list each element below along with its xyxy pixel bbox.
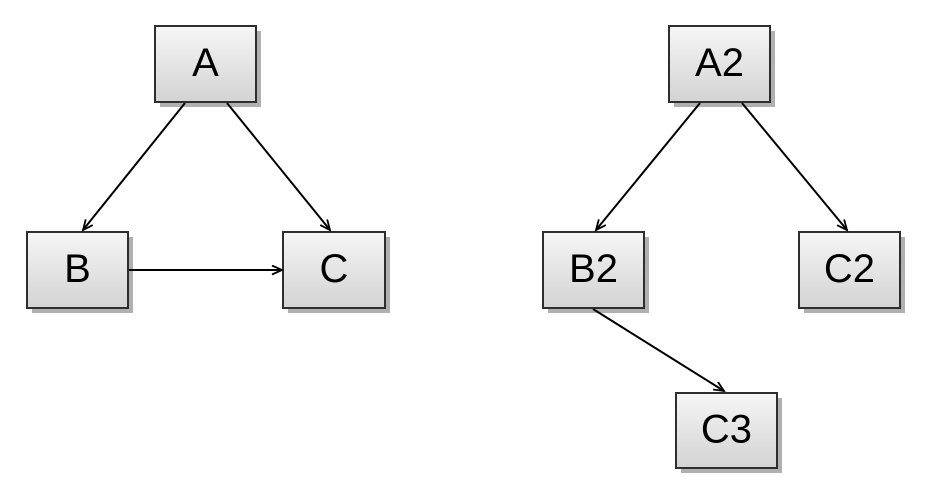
node-label: C3 xyxy=(701,408,752,452)
node-label: A2 xyxy=(695,41,744,85)
edge-line xyxy=(596,102,701,230)
node-label: C xyxy=(320,247,349,291)
node-A[interactable]: A xyxy=(154,25,261,107)
node-box[interactable] xyxy=(282,231,386,309)
node-box[interactable] xyxy=(26,231,129,309)
edge-line xyxy=(226,102,330,230)
edge-A2-B2 xyxy=(596,102,701,230)
node-B2[interactable]: B2 xyxy=(542,231,649,313)
edge-A-B xyxy=(83,102,186,230)
edge-line xyxy=(83,102,186,230)
node-box[interactable] xyxy=(675,392,778,469)
edge-line xyxy=(741,102,847,230)
node-C2[interactable]: C2 xyxy=(798,231,905,313)
node-label: B xyxy=(64,247,91,291)
edge-A2-C2 xyxy=(741,102,847,230)
edge-A-C xyxy=(226,102,330,230)
node-B[interactable]: B xyxy=(26,231,133,313)
left-graph: A B C xyxy=(26,25,390,313)
node-box[interactable] xyxy=(668,25,771,103)
edge-B2-C3 xyxy=(592,308,724,391)
node-C3[interactable]: C3 xyxy=(675,392,782,473)
node-C[interactable]: C xyxy=(282,231,390,313)
node-box[interactable] xyxy=(542,231,645,309)
node-label: B2 xyxy=(569,247,618,291)
node-A2[interactable]: A2 xyxy=(668,25,775,107)
node-label: C2 xyxy=(824,247,875,291)
node-box[interactable] xyxy=(154,25,257,103)
node-label: A xyxy=(192,41,219,85)
edge-line xyxy=(592,308,724,391)
node-box[interactable] xyxy=(798,231,901,309)
